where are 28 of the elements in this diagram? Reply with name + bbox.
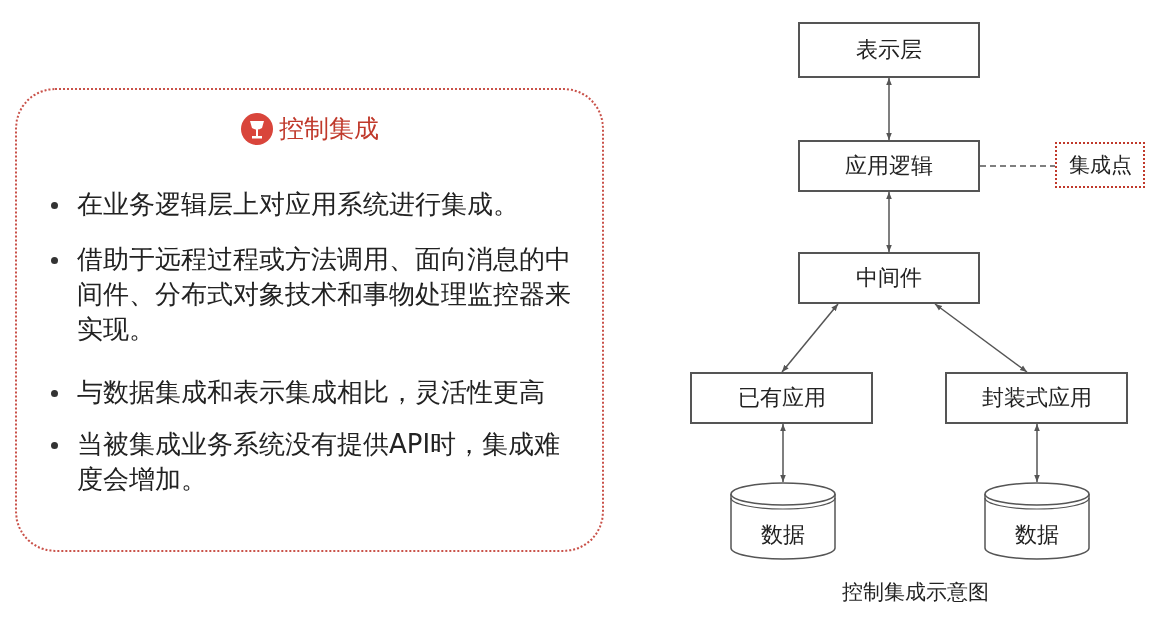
node-label: 封装式应用 xyxy=(981,384,1092,412)
integration-point-box xyxy=(1055,142,1145,188)
node-label: 应用逻辑 xyxy=(845,152,933,180)
connector-line xyxy=(979,165,1056,167)
process-box xyxy=(798,140,980,192)
bullet-text: 当被集成业务系统没有提供API时，集成难度会增加。 xyxy=(77,429,561,494)
node-label: 数据 xyxy=(761,521,805,549)
node-label: 表示层 xyxy=(856,36,922,64)
bullet-text: 与数据集成和表示集成相比，灵活性更高 xyxy=(77,377,545,407)
process-box xyxy=(945,372,1128,424)
node-label: 中间件 xyxy=(856,264,922,292)
process-box xyxy=(690,372,873,424)
arrow xyxy=(886,191,892,253)
arrow xyxy=(780,423,786,483)
node-label: 集成点 xyxy=(1068,152,1132,179)
arrow xyxy=(934,303,1028,373)
process-box xyxy=(798,252,980,304)
bullet-text: 在业务逻辑层上对应用系统进行集成。 xyxy=(77,189,519,219)
arrow xyxy=(781,303,839,373)
process-box xyxy=(798,22,980,78)
bullet-text: 借助于远程过程或方法调用、面向消息的中间件、分布式对象技术和事物处理监控器来实现。 xyxy=(77,244,571,344)
node-label: 已有应用 xyxy=(737,384,826,412)
node-label: 数据 xyxy=(1015,521,1059,549)
diagram-caption: 控制集成示意图 xyxy=(840,579,990,606)
arrow xyxy=(886,77,892,141)
arrow xyxy=(1034,423,1040,483)
info-card xyxy=(15,88,604,552)
card-heading: 控制集成 xyxy=(278,113,379,145)
